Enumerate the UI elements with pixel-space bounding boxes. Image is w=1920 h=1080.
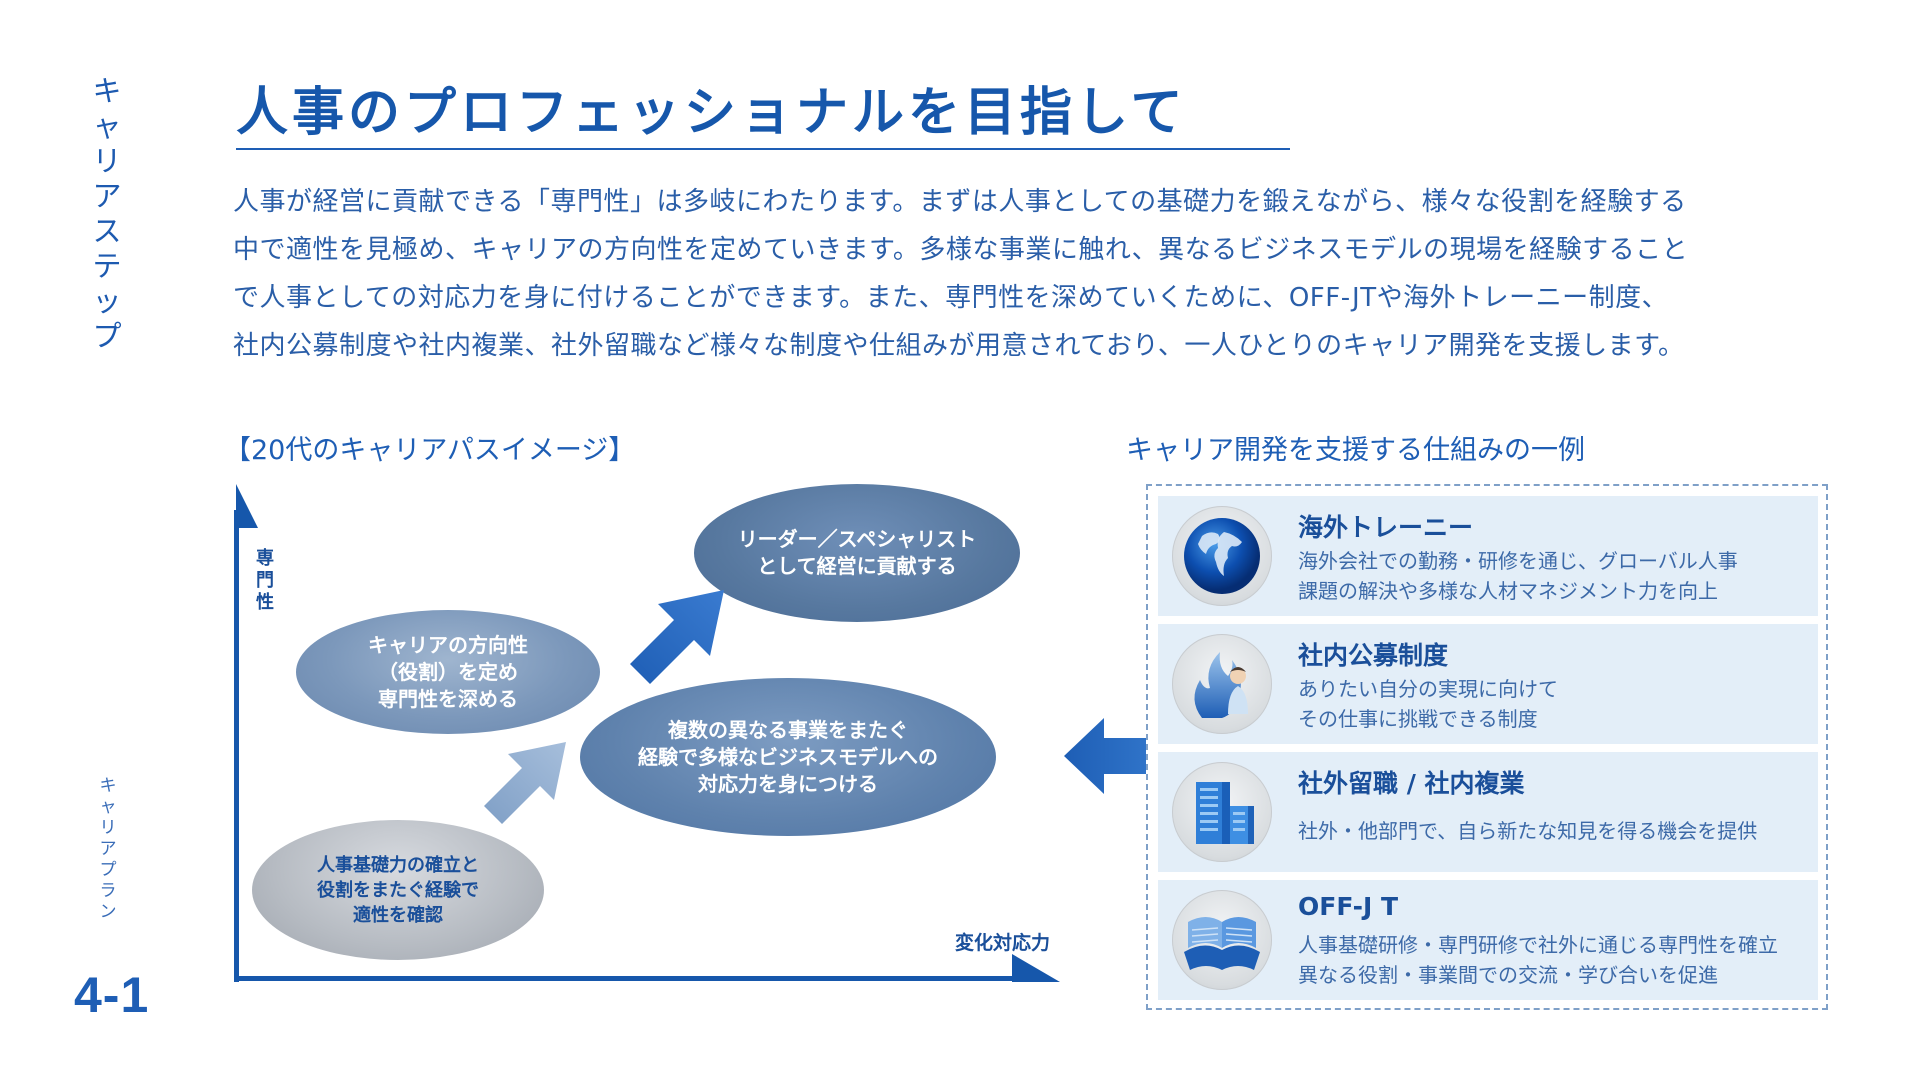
section-vertical-title: キ ャ リ ア ス テ ッ プ xyxy=(92,74,122,354)
support-item-title: 社外留職 / 社内複業 xyxy=(1298,769,1525,798)
side-char: プ xyxy=(92,319,122,353)
support-item-title: OFF-J T xyxy=(1298,892,1399,921)
y-axis-char: 性 xyxy=(256,592,274,613)
stage-4-ellipse: リーダー／スペシャリスト として経営に貢献する xyxy=(694,484,1020,622)
progress-arrow-1-icon xyxy=(484,742,566,824)
y-axis-char: 専 xyxy=(256,548,274,569)
stage-text: 対応力を身につける xyxy=(698,771,878,796)
chapter-char: ャ xyxy=(99,797,117,817)
side-char: テ xyxy=(92,249,122,283)
support-card: 海外トレーニー 海外会社での勤務・研修を通じ、グローバル人事 課題の解決や多様な… xyxy=(1158,496,1818,616)
desc-line: ありたい自分の実現に向けて xyxy=(1298,677,1558,701)
side-char: ア xyxy=(92,179,122,213)
chapter-vertical-label: キ ャ リ ア プ ラ ン xyxy=(98,776,118,923)
buildings-icon xyxy=(1172,762,1272,862)
side-char: ス xyxy=(92,214,122,248)
stage-text: 専門性を深める xyxy=(378,686,518,711)
intro-line: 社内公募制度や社内複業、社外留職など様々な制度や仕組みが用意されており、一人ひと… xyxy=(233,331,1685,361)
desc-line: 異なる役割・事業間での交流・学び合いを促進 xyxy=(1298,963,1718,987)
side-char: ャ xyxy=(92,109,122,143)
y-axis-label: 専 門 性 xyxy=(254,548,276,614)
chapter-char: リ xyxy=(99,818,117,838)
chapter-char: ラ xyxy=(99,881,117,901)
x-axis-arrowhead xyxy=(1012,954,1060,982)
intro-line: 中で適性を見極め、キャリアの方向性を定めていきます。多様な事業に触れ、異なるビジ… xyxy=(233,235,1689,265)
stage-text: 人事基礎力の確立と xyxy=(317,854,479,876)
support-item-title: 社内公募制度 xyxy=(1298,641,1449,670)
support-card: 社外留職 / 社内複業 社外・他部門で、自ら新たな知見を得る機会を提供 xyxy=(1158,752,1818,872)
page-number: 4-1 xyxy=(74,967,150,1023)
desc-line: 人事基礎研修・専門研修で社外に通じる専門性を確立 xyxy=(1298,933,1778,957)
chapter-char: ア xyxy=(99,839,117,859)
stage-text: 適性を確認 xyxy=(353,904,443,926)
chapter-char: プ xyxy=(99,860,117,880)
intro-paragraph: 人事が経営に貢献できる「専門性」は多岐にわたります。まずは人事としての基礎力を鍛… xyxy=(233,178,1853,370)
page-title: 人事のプロフェッショナルを目指して xyxy=(236,83,1187,143)
support-card: OFF-J T 人事基礎研修・専門研修で社外に通じる専門性を確立 異なる役割・事… xyxy=(1158,880,1818,1000)
side-char: キ xyxy=(92,74,122,108)
stage-text: 経験で多様なビジネスモデルへの xyxy=(638,744,938,769)
stage-text: リーダー／スペシャリスト xyxy=(737,527,977,551)
progress-arrow-2-icon xyxy=(630,590,724,684)
y-axis-arrowhead xyxy=(236,484,258,528)
stage-text: 役割をまたぐ経験で xyxy=(317,879,479,901)
x-axis-label: 変化対応力 xyxy=(955,932,1051,954)
side-char: ッ xyxy=(92,284,122,318)
desc-line: その仕事に挑戦できる制度 xyxy=(1298,707,1538,731)
desc-line: 社外・他部門で、自ら新たな知見を得る機会を提供 xyxy=(1298,819,1758,843)
desc-line: 海外会社での勤務・研修を通じ、グローバル人事 xyxy=(1298,549,1738,573)
stage-3-ellipse: 複数の異なる事業をまたぐ 経験で多様なビジネスモデルへの 対応力を身につける xyxy=(580,678,996,836)
chapter-char: ン xyxy=(99,902,117,922)
intro-line: 人事が経営に貢献できる「専門性」は多岐にわたります。まずは人事としての基礎力を鍛… xyxy=(233,187,1687,217)
stage-1-ellipse: 人事基礎力の確立と 役割をまたぐ経験で 適性を確認 xyxy=(252,820,544,960)
support-item-title: 海外トレーニー xyxy=(1298,513,1474,542)
intro-line: で人事としての対応力を身に付けることができます。また、専門性を深めていくために、… xyxy=(233,283,1669,313)
x-axis-line xyxy=(234,976,1034,981)
open-book-icon xyxy=(1172,890,1272,990)
support-item-desc: 社外・他部門で、自ら新たな知見を得る機会を提供 xyxy=(1298,816,1757,846)
support-item-desc: ありたい自分の実現に向けて その仕事に挑戦できる制度 xyxy=(1298,674,1558,734)
title-underline xyxy=(236,148,1290,150)
support-card: 社内公募制度 ありたい自分の実現に向けて その仕事に挑戦できる制度 xyxy=(1158,624,1818,744)
support-arrow-icon xyxy=(1064,718,1146,794)
stage-text: キャリアの方向性 xyxy=(368,632,528,657)
support-panel: 海外トレーニー 海外会社での勤務・研修を通じ、グローバル人事 課題の解決や多様な… xyxy=(1146,484,1828,1010)
support-item-desc: 人事基礎研修・専門研修で社外に通じる専門性を確立 異なる役割・事業間での交流・学… xyxy=(1298,930,1778,990)
y-axis-char: 門 xyxy=(256,570,274,591)
desc-line: 課題の解決や多様な人材マネジメント力を向上 xyxy=(1298,579,1718,603)
chapter-char: キ xyxy=(99,776,117,796)
y-axis-line xyxy=(234,510,239,982)
support-heading: キャリア開発を支援する仕組みの一例 xyxy=(1126,435,1585,466)
career-path-heading: 【20代のキャリアパスイメージ】 xyxy=(224,435,636,466)
support-item-desc: 海外会社での勤務・研修を通じ、グローバル人事 課題の解決や多様な人材マネジメント… xyxy=(1298,546,1738,606)
globe-icon xyxy=(1172,506,1272,606)
stage-text: 複数の異なる事業をまたぐ xyxy=(668,717,908,742)
stage-text: （役割）を定め xyxy=(378,659,518,684)
person-flame-icon xyxy=(1172,634,1272,734)
stage-2-ellipse: キャリアの方向性 （役割）を定め 専門性を深める xyxy=(296,610,600,734)
side-char: リ xyxy=(92,144,122,178)
stage-text: として経営に貢献する xyxy=(757,554,957,578)
